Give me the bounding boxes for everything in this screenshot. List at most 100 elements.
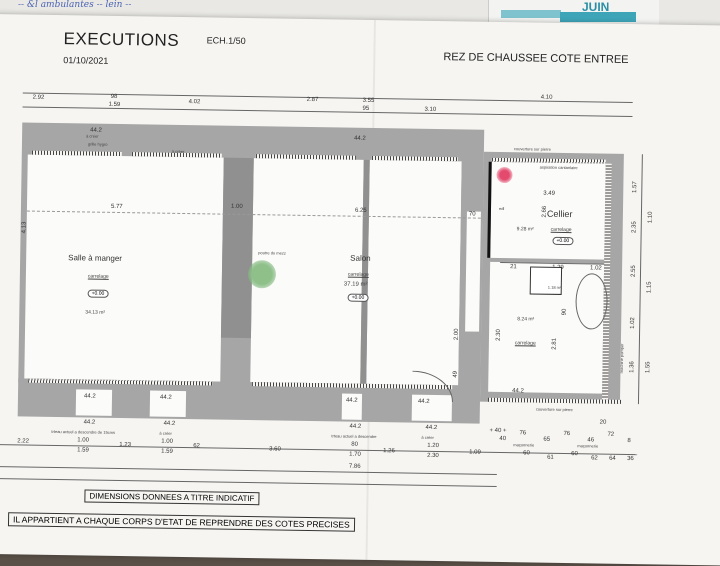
- top-dim-5b: 95: [362, 105, 370, 112]
- cellier-small-1: 21: [510, 264, 517, 271]
- plan-subtitle: REZ DE CHAUSSEE COTE ENTREE: [443, 51, 629, 66]
- passage-floor: [465, 211, 481, 332]
- note-trades: IL APPARTIENT A CHAQUE CORPS D'ETAT DE R…: [7, 512, 355, 532]
- bd-6: 3.60: [269, 446, 281, 453]
- bd-12: 76: [519, 430, 527, 437]
- bd-9: 1.20: [427, 442, 440, 450]
- bd-13: 65: [543, 436, 551, 443]
- cellier-width: 3.49: [543, 190, 555, 197]
- bottom-mark-4: 44.2: [425, 424, 438, 432]
- salon-level: +0.00: [347, 293, 369, 302]
- right-dim-5: 1.15: [646, 281, 653, 294]
- salon-height-dim: 2.00: [453, 328, 460, 341]
- grille-label: grille hygro: [87, 141, 108, 147]
- annex-hatch-bottom: [487, 397, 623, 404]
- top-dim-5: 3.55: [362, 97, 375, 104]
- salon-area: 37.19 m²: [343, 281, 368, 288]
- right-dim-8: 1.55: [645, 361, 652, 374]
- bottom-note-2: à créer: [159, 430, 172, 436]
- wall-mark-2: 44.2: [354, 135, 366, 142]
- poutre-label: poutre du mezz: [258, 250, 286, 256]
- note-dimensions: DIMENSIONS DONNEES A TITRE INDICATIF: [84, 489, 260, 506]
- hall-height: 2.30: [495, 329, 502, 341]
- bottom-dimension-line-1: [0, 444, 638, 456]
- bd-11: 40: [499, 435, 507, 443]
- cellier-height: 2.66: [541, 205, 548, 218]
- bd-3: 1.23: [119, 442, 131, 449]
- bd-17: 8: [627, 438, 631, 445]
- cellier-level: +0.00: [552, 236, 574, 246]
- salle-level: +0.00: [87, 289, 109, 298]
- right-dim-6: 1.02: [629, 317, 637, 329]
- salle-floor: [24, 154, 224, 382]
- hall-finish: carrelage: [514, 340, 536, 347]
- plan-scale: ECH.1/50: [206, 35, 246, 46]
- floor-plan-sheet: EXECUTIONS ECH.1/50 01/10/2021 REZ DE CH…: [0, 14, 720, 566]
- bd-sub-61: 61: [547, 454, 554, 461]
- cellier-finish: carrelage: [550, 226, 572, 234]
- right-dim-1: 1.57: [632, 181, 639, 193]
- bd-sub-36: 36: [627, 455, 634, 463]
- bd-2: 1.00: [77, 437, 90, 444]
- salon-floor: [366, 159, 462, 386]
- top-dim-6b: 3.10: [424, 106, 437, 113]
- interior-wall-1: [220, 157, 254, 339]
- salle-finish: carrelage: [87, 273, 109, 280]
- bd-1: 2.22: [17, 438, 30, 445]
- couverture-top-label: couverture sur pierre: [513, 146, 551, 152]
- plan-date: 01/10/2021: [63, 55, 109, 66]
- annex-wall-mark-1: 44.2: [512, 388, 524, 395]
- bottom-dimension-line-2: [0, 466, 497, 475]
- bd-sub-62: 62: [591, 455, 598, 462]
- right-dim-3: 1.10: [647, 211, 654, 224]
- right-dim-7: 1.36: [629, 361, 636, 373]
- bottom-note-3: trteau actuel a descendre: [331, 433, 377, 440]
- top-dim-1: 2.92: [32, 94, 45, 101]
- machine-label: machine pomper: [618, 343, 625, 374]
- bottom-mark-2: 44.2: [163, 420, 176, 427]
- span-end-dim: 70: [468, 211, 476, 218]
- bd-sub-60b: 60: [571, 451, 578, 458]
- cellier-name: Cellier: [546, 208, 573, 220]
- bottom-mark-1: 44.2: [83, 419, 96, 426]
- bd-10: 1.09: [469, 449, 481, 456]
- top-dim-6: 4.10: [540, 94, 553, 101]
- wc-area: 1.18 m²: [547, 284, 562, 290]
- bottom-note-4: à créer: [421, 434, 434, 440]
- span-left-dim: 5.77: [110, 203, 123, 211]
- salon-finish: carrelage: [347, 271, 369, 278]
- salle-area: 34.13 m²: [85, 309, 106, 316]
- salon-name: Salon: [350, 253, 371, 263]
- bd-9b: 2.30: [427, 452, 439, 460]
- ed-label: edl: [498, 205, 505, 212]
- wall-mark-3: 44.2: [83, 393, 96, 400]
- a-creer-label-1: à créer: [86, 133, 99, 139]
- wall-mark-4: 44.2: [159, 394, 172, 401]
- bottom-note-1: trteau actuel a descendre de 15cms: [51, 428, 116, 435]
- bd-4: 1.00: [161, 438, 174, 445]
- right-top-dim-20: 20: [599, 419, 607, 426]
- bd-14: 76: [563, 430, 571, 438]
- bd-2b: 1.59: [77, 447, 89, 454]
- bd-16: 72: [607, 431, 615, 438]
- top-dim-2b: 1.59: [108, 101, 121, 108]
- right-dim-2: 2.35: [631, 221, 638, 233]
- span-right-dim: 6.25: [354, 207, 367, 214]
- span-mid-dim: 1.00: [230, 203, 243, 210]
- bd-7: 80: [351, 441, 359, 448]
- col-dim: 49: [452, 370, 459, 378]
- bd-7b: 1.70: [349, 451, 361, 458]
- cellier-area: 9.28 m²: [516, 226, 534, 233]
- bottom-mark-3: 44.2: [349, 423, 362, 430]
- hall-area: 8.24 m²: [517, 316, 535, 323]
- salle-name: Salle à manger: [68, 253, 123, 264]
- cellier-small-3: 1.02: [590, 265, 602, 272]
- couverture-bottom-label: couverture sur pierre: [535, 406, 573, 413]
- wall-mark-5: 44.2: [345, 397, 358, 404]
- top-dim-4: 2.87: [306, 96, 319, 104]
- bd-8: 1.26: [383, 448, 395, 455]
- top-dim-3: 4.02: [188, 99, 201, 106]
- bd-4b: 1.59: [161, 448, 173, 455]
- right-dim-4: 2.55: [630, 265, 637, 277]
- top-dim-2: 98: [110, 93, 118, 100]
